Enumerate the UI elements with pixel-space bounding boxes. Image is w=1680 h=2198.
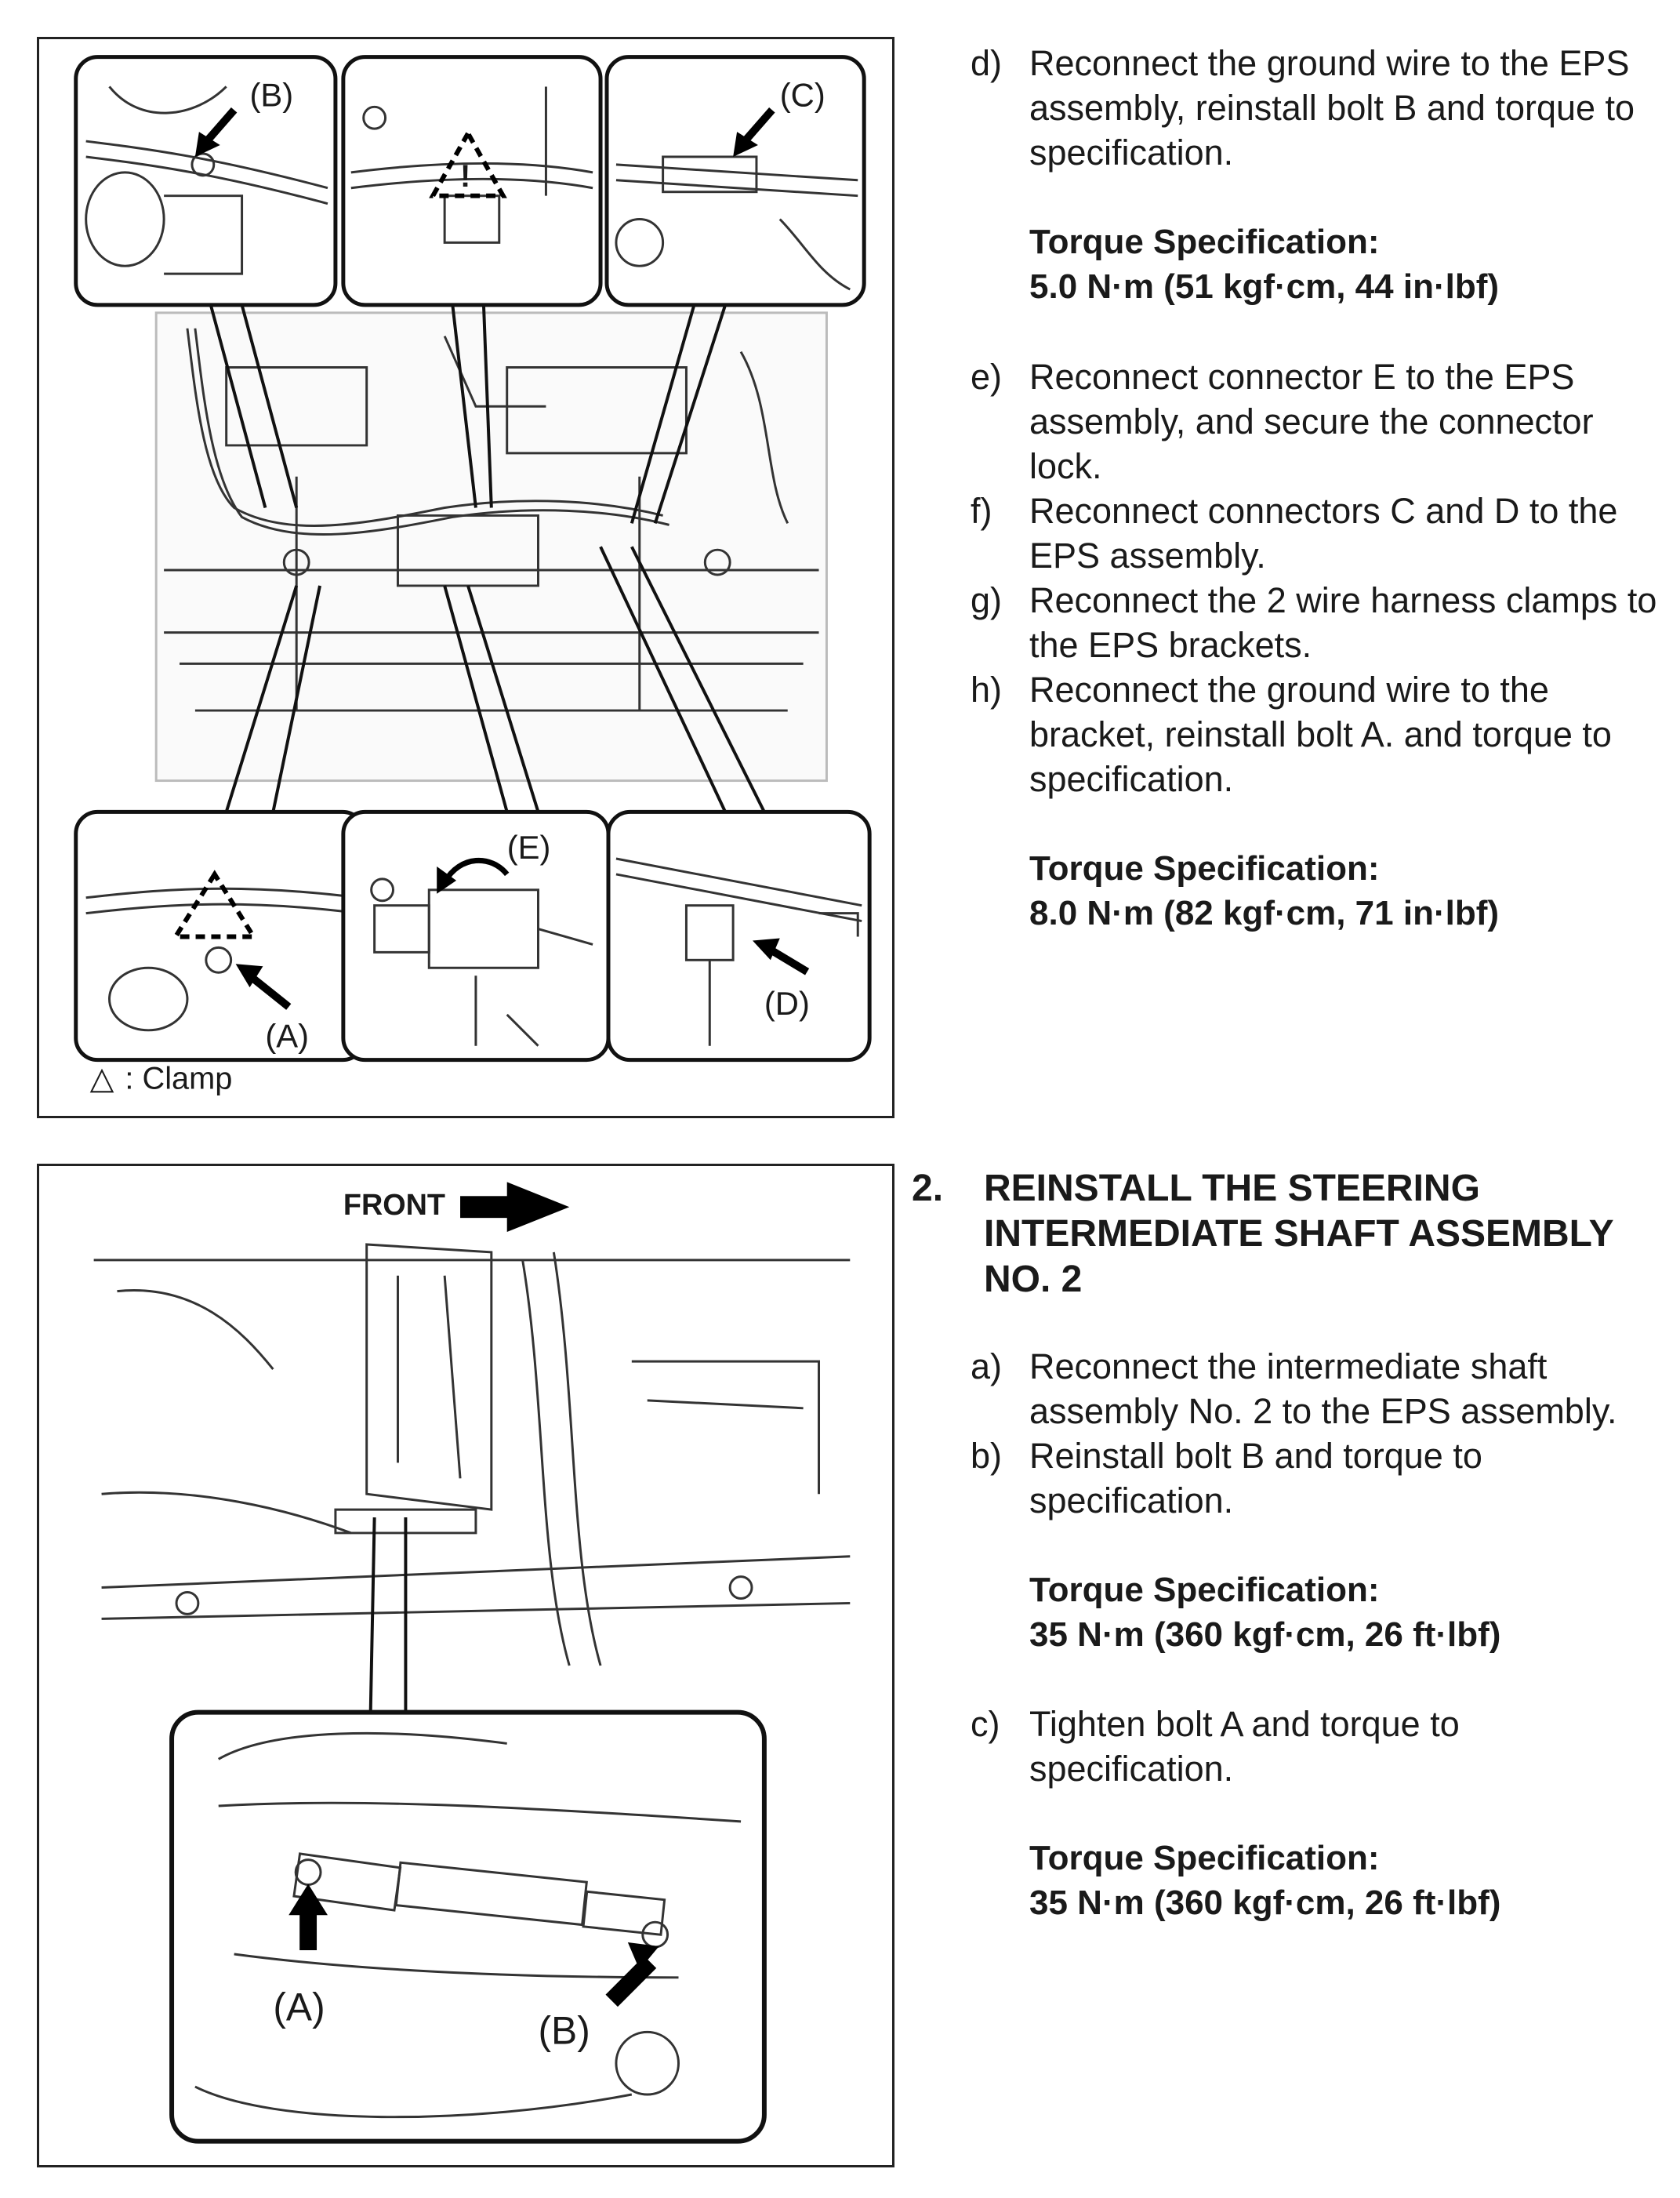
step-b: b) Reinstall bolt B and torque to specif… [971,1433,1660,1523]
callout-b: (B) [250,76,294,113]
svg-text:!: ! [460,159,470,194]
clamp-legend-symbol: △ [90,1061,114,1095]
step-g: g) Reconnect the 2 wire harness clamps t… [971,578,1660,667]
torque-spec-value: 8.0 N·m (82 kgf·cm, 71 in·lbf) [1029,894,1500,932]
step-d: d) Reconnect the ground wire to the EPS … [971,41,1660,175]
step-text: Reconnect the ground wire to the EPS ass… [1029,43,1635,173]
step-letter: h) [971,670,1003,710]
torque-spec-title: Torque Specification: [1029,1839,1380,1877]
torque-spec-value: 35 N·m (360 kgf·cm, 26 ft·lbf) [1029,1884,1501,1922]
inset-c: (C) [604,55,866,307]
section-2-heading: 2. REINSTALL THE STEERING INTERMEDIATE S… [912,1166,1664,1302]
torque-spec-title: Torque Specification: [1029,849,1380,888]
step-list-1: d) Reconnect the ground wire to the EPS … [971,41,1660,309]
inset-clamp-top: ! [341,55,603,307]
step-text: Reconnect the ground wire to the bracket… [1029,670,1612,799]
step-list-3: a) Reconnect the intermediate shaft asse… [971,1344,1660,1925]
step-text: Reconnect connector E to the EPS assembl… [1029,357,1594,486]
inset-b: (B) [74,55,338,307]
step-letter: b) [971,1436,1003,1476]
callout-shaft-b: (B) [538,2008,590,2052]
callout-c: (C) [780,76,825,113]
step-text: Reconnect the intermediate shaft assembl… [1029,1346,1617,1431]
section-number: 2. [912,1168,944,1209]
step-text: Reinstall bolt B and torque to specifica… [1029,1436,1482,1520]
front-arrow-icon [460,1182,570,1233]
step-text: Reconnect connectors C and D to the EPS … [1029,491,1618,576]
intermediate-shaft-illustration: FRONT [93,1182,851,2144]
torque-spec-1: Torque Specification: 5.0 N·m (51 kgf·cm… [971,220,1660,309]
callout-a: (A) [265,1018,309,1055]
torque-spec-title: Torque Specification: [1029,223,1380,261]
leader-lines [209,303,766,813]
section-title: REINSTALL THE STEERING INTERMEDIATE SHAF… [984,1168,1613,1300]
callout-d: (D) [764,985,810,1022]
step-text: Reconnect the 2 wire harness clamps to t… [1029,580,1657,665]
chassis-drawing [154,311,828,783]
leader-lines-2 [368,1517,408,1713]
underbody-drawing [93,1243,851,1666]
step-letter: c) [971,1704,1000,1744]
torque-spec-value: 35 N·m (360 kgf·cm, 26 ft·lbf) [1029,1615,1501,1654]
step-a: a) Reconnect the intermediate shaft asse… [971,1344,1660,1433]
step-list-2: e) Reconnect connector E to the EPS asse… [971,354,1660,936]
eps-wiring-figure: (B) ! (C) [37,37,894,1118]
step-letter: g) [971,580,1003,620]
step-letter: f) [971,491,992,531]
step-f: f) Reconnect connectors C and D to the E… [971,489,1660,578]
callout-shaft-a: (A) [273,1985,325,2029]
inset-e: (E) [341,809,611,1063]
step-c: c) Tighten bolt A and torque to specific… [971,1702,1660,1791]
callout-e: (E) [507,829,551,866]
inset-d: (D) [606,809,872,1063]
torque-spec-2: Torque Specification: 8.0 N·m (82 kgf·cm… [971,846,1660,936]
clamp-legend-text: : Clamp [125,1061,232,1095]
torque-spec-value: 5.0 N·m (51 kgf·cm, 44 in·lbf) [1029,267,1500,306]
step-text: Tighten bolt A and torque to specificati… [1029,1704,1460,1789]
eps-wiring-illustration: (B) ! (C) [74,55,872,1095]
step-letter: d) [971,43,1003,83]
step-e: e) Reconnect connector E to the EPS asse… [971,354,1660,489]
torque-spec-4: Torque Specification: 35 N·m (360 kgf·cm… [971,1836,1660,1925]
shaft-inset: (A) (B) [169,1709,767,2144]
torque-spec-3: Torque Specification: 35 N·m (360 kgf·cm… [971,1568,1660,1657]
step-letter: e) [971,357,1003,397]
torque-spec-title: Torque Specification: [1029,1571,1380,1609]
step-letter: a) [971,1346,1003,1386]
intermediate-shaft-figure: FRONT [37,1164,894,2167]
step-h: h) Reconnect the ground wire to the brac… [971,667,1660,801]
inset-a: (A) [74,809,367,1063]
front-label: FRONT [343,1189,445,1222]
